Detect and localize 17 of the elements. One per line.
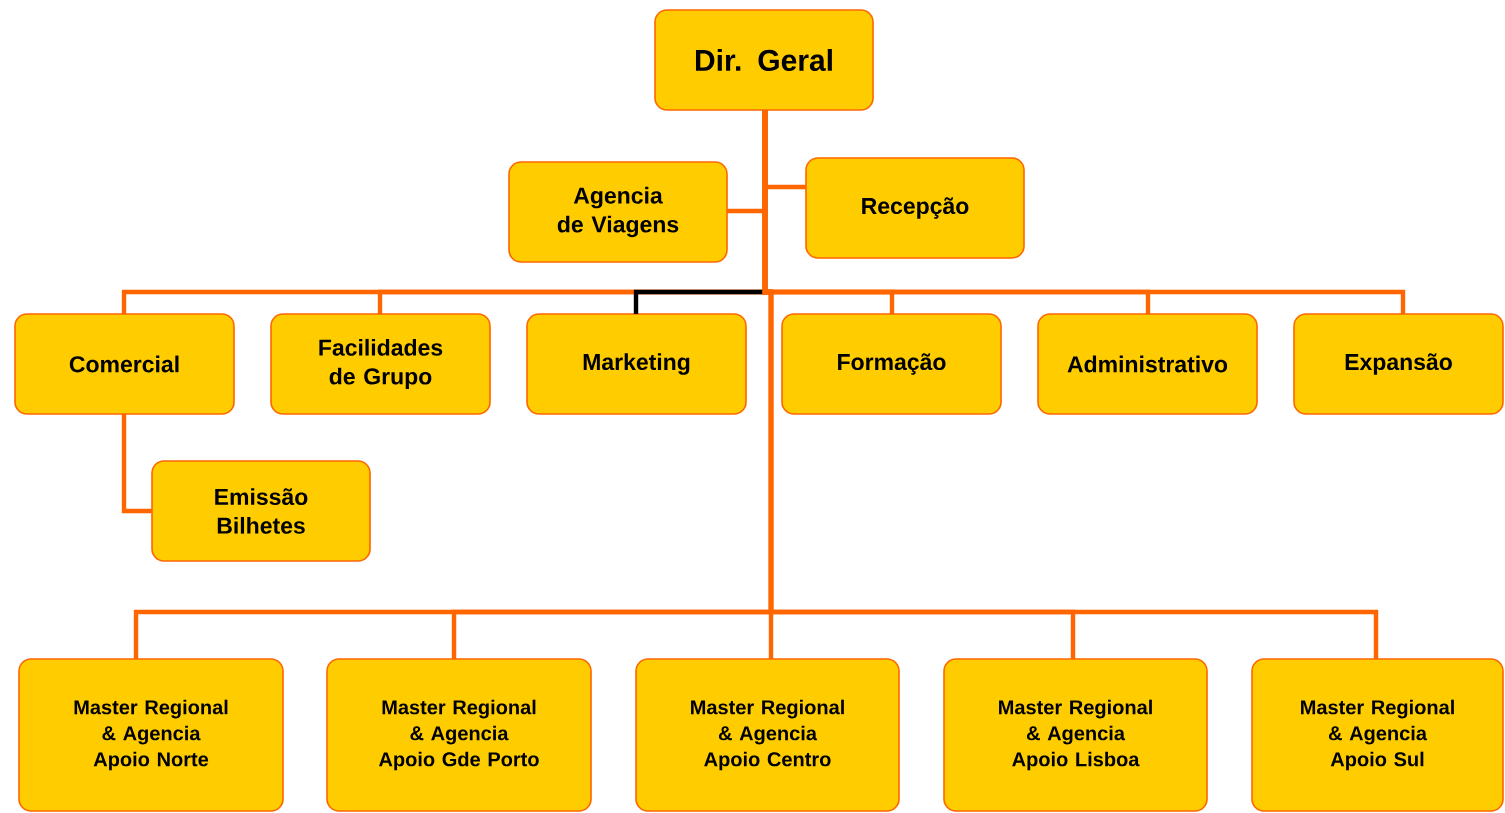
connector-line bbox=[762, 110, 1379, 659]
org-box: Master Regional & Agencia Apoio Sul bbox=[1251, 658, 1504, 812]
org-box: Formação bbox=[781, 313, 1002, 415]
org-box: Agencia de Viagens bbox=[508, 161, 728, 263]
connector-line bbox=[121, 414, 152, 514]
org-box: Master Regional & Agencia Apoio Norte bbox=[18, 658, 284, 812]
org-box: Recepção bbox=[805, 157, 1025, 259]
org-box: Master Regional & Agencia Apoio Lisboa bbox=[943, 658, 1208, 812]
org-box: Administrativo bbox=[1037, 313, 1258, 415]
org-box: Facilidades de Grupo bbox=[270, 313, 491, 415]
org-box: Comercial bbox=[14, 313, 235, 415]
org-box: Marketing bbox=[526, 313, 747, 415]
org-box: Master Regional & Agencia Apoio Centro bbox=[635, 658, 900, 812]
org-box: Dir. Geral bbox=[654, 9, 874, 111]
org-box: Expansão bbox=[1293, 313, 1504, 415]
org-box: Emissão Bilhetes bbox=[151, 460, 371, 562]
org-box: Master Regional & Agencia Apoio Gde Porto bbox=[326, 658, 592, 812]
